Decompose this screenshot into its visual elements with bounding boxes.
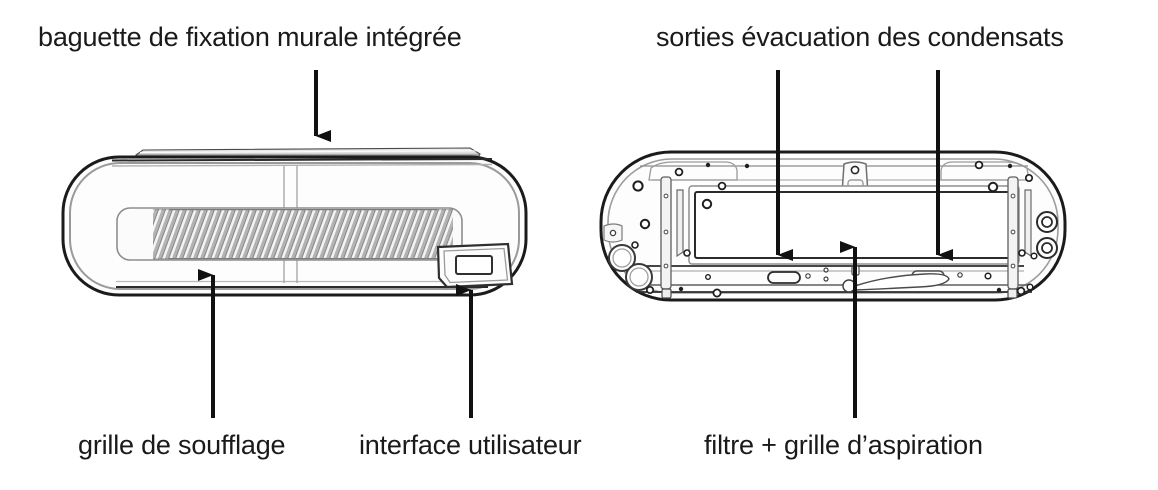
screw-hole: [1016, 286, 1026, 296]
label-condensate-outlets: sorties évacuation des condensats: [656, 22, 1064, 52]
screw-hole: [705, 274, 712, 281]
screw-hole: [678, 286, 684, 292]
screw-hole: [639, 218, 651, 230]
condensate-outlet-left: [767, 271, 801, 284]
screw-hole: [823, 276, 829, 282]
callout-arrows: [198, 70, 953, 418]
rail-highlight: [139, 150, 478, 154]
label-blower-grille: grille de soufflage: [78, 430, 286, 460]
screw-hole: [823, 267, 829, 273]
strip-left-hole-2: [663, 229, 669, 235]
screw-hole: [705, 162, 711, 168]
strip-left-foot: [661, 288, 672, 299]
screw-hole: [632, 180, 644, 192]
label-wall-mount-rail: baguette de fixation murale intégrée: [38, 22, 462, 52]
screw-hole: [957, 272, 963, 278]
user-interface-bezel-inner: [443, 247, 509, 284]
mounting-strip-left: [660, 176, 672, 299]
rear-gusset-top-left: [648, 161, 738, 181]
drain-hose: [854, 273, 950, 291]
screw-hole: [805, 273, 811, 279]
screw-hole: [1007, 163, 1013, 169]
screw-hole: [1030, 252, 1038, 260]
discharge-grille-louvres: [153, 209, 453, 259]
front-housing-top-edge-inner: [111, 163, 493, 167]
grille-end-cluster-left: [153, 209, 169, 259]
label-user-interface: interface utilisateur: [359, 430, 582, 460]
screw-hole: [1026, 283, 1034, 291]
screw-hole: [712, 288, 722, 298]
screw-hole: [1018, 249, 1026, 257]
screw-hole: [631, 241, 639, 249]
rear-view-unit: [599, 150, 1067, 302]
screw-hole: [996, 287, 1002, 293]
knockout-ring-lower-left-inner: [629, 267, 649, 287]
front-housing-inner: [69, 162, 520, 290]
hanging-bracket-screw: [850, 165, 860, 175]
screw-hole: [987, 181, 999, 193]
strip-left-hole-3: [663, 263, 669, 269]
screw-hole: [717, 181, 727, 191]
front-housing-top-edge: [111, 158, 493, 162]
user-interface-panel[interactable]: [436, 242, 514, 289]
strip-right-hole-2: [1010, 229, 1016, 235]
knockout-pad-left-hole: [609, 229, 617, 237]
screw-hole: [744, 163, 750, 169]
screw-holes: [631, 160, 1038, 298]
screw-hole: [974, 160, 984, 170]
bottom-rail: [636, 265, 1032, 293]
bracket-clip-left: [676, 189, 684, 258]
rear-gusset-top-right: [940, 161, 1030, 181]
discharge-grille: [153, 209, 453, 260]
strip-left-hole-1: [663, 193, 669, 199]
knockout-ring-upper-left-inner: [612, 248, 632, 268]
pipe-ring-lower-right-inner: [1041, 242, 1053, 254]
strip-right-foot: [1007, 288, 1018, 299]
user-interface-display[interactable]: [455, 255, 493, 275]
screw-hole: [701, 198, 713, 210]
front-view-unit: [61, 147, 528, 297]
strip-right-hole-1: [1010, 193, 1016, 199]
screw-hole: [1024, 173, 1034, 183]
label-filter-intake-grille: filtre + grille d’aspiration: [704, 430, 983, 460]
screw-hole: [674, 167, 684, 177]
mounting-strip-right: [1007, 176, 1019, 299]
pipe-ring-upper-right-inner: [1041, 216, 1053, 228]
bracket-clip-right: [1024, 189, 1032, 258]
screw-hole: [645, 285, 655, 295]
screw-hole: [683, 249, 691, 257]
strip-right-hole-3: [1010, 263, 1016, 269]
screw-hole: [984, 272, 992, 280]
